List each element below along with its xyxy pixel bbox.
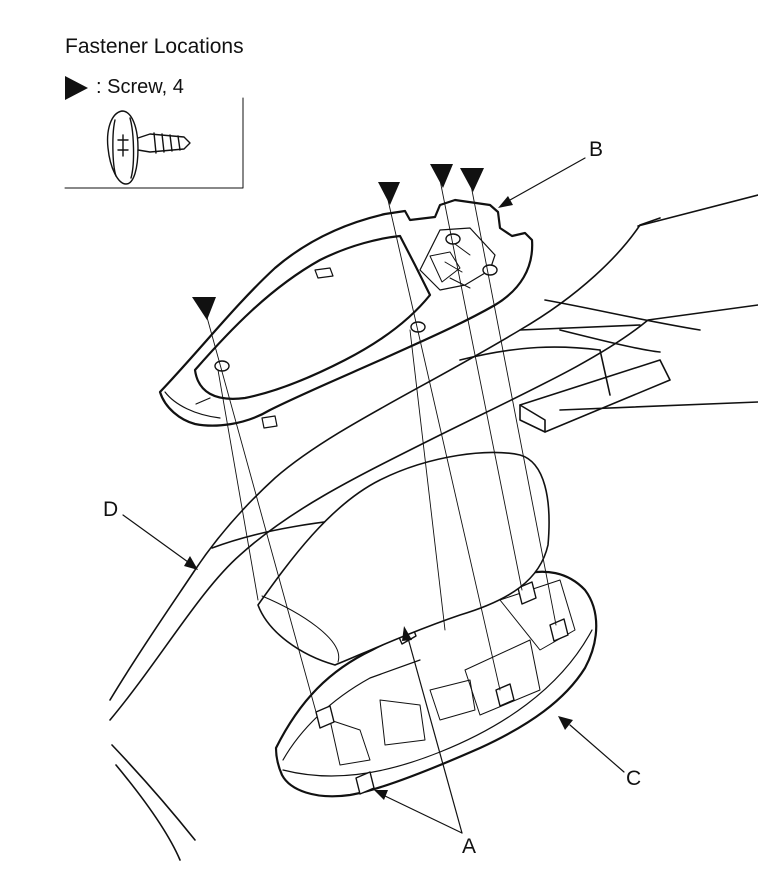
part-b-bezel <box>158 198 534 429</box>
screw-arrow-icon <box>378 182 400 205</box>
leader-d <box>122 514 198 570</box>
leader-b <box>498 157 586 208</box>
screw-alignment-lines <box>204 179 557 713</box>
legend-label: : Screw, 4 <box>96 76 184 98</box>
leader-a <box>374 626 463 834</box>
screw-icon <box>106 110 191 185</box>
screw-arrow-icon <box>430 164 453 188</box>
callout-b: B <box>589 138 604 161</box>
screw-arrow-icon <box>65 76 88 100</box>
screw-arrow-icon <box>460 168 484 192</box>
callout-a: A <box>462 835 477 858</box>
part-cover-lens <box>257 451 550 666</box>
legend-box <box>64 97 244 189</box>
leader-c <box>558 716 625 773</box>
callout-d: D <box>103 498 119 521</box>
callout-c: C <box>626 767 642 790</box>
screw-arrow-icon <box>192 297 216 320</box>
page-title: Fastener Locations <box>65 35 244 58</box>
screw-arrowheads <box>192 164 484 320</box>
